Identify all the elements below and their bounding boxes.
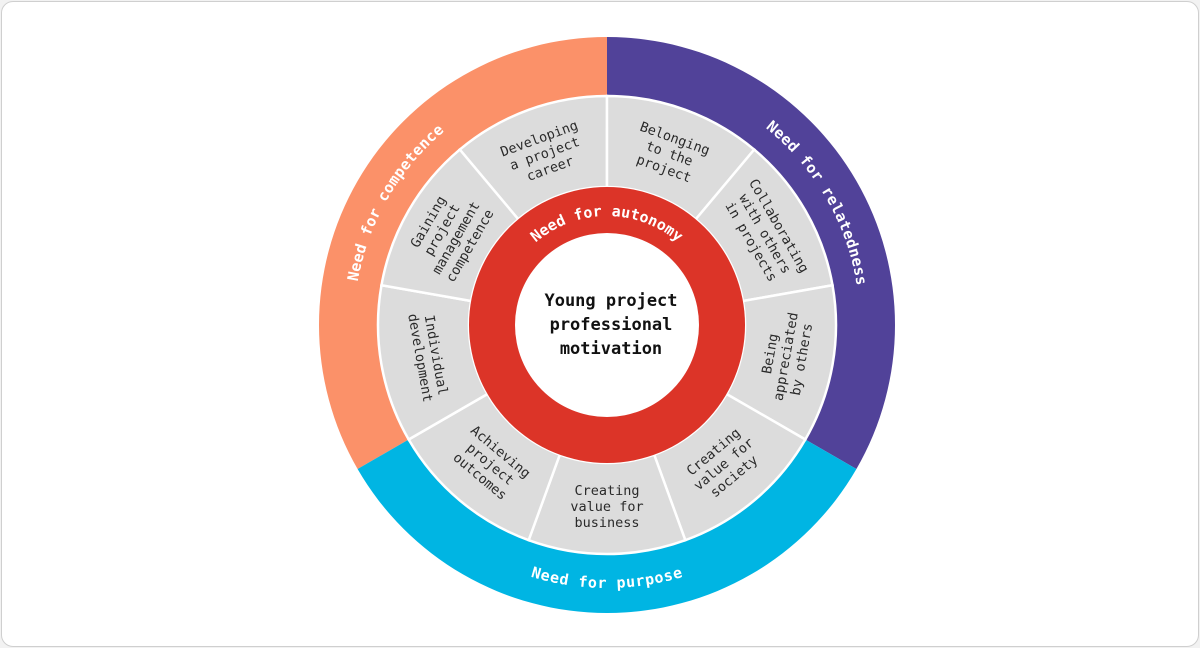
outer-segment-purpose xyxy=(357,439,857,613)
center-circle: Young project professional motivation xyxy=(515,233,699,417)
outer-segment-competence xyxy=(319,37,607,469)
middle-label-line: Being xyxy=(759,332,782,375)
center-title-line: Young project xyxy=(544,291,677,311)
outer-segment-relatedness xyxy=(607,37,895,469)
middle-label-line: value for xyxy=(570,499,643,515)
middle-label-line: business xyxy=(574,515,639,531)
center-title-line: motivation xyxy=(560,339,662,359)
center-title-line: professional xyxy=(550,315,673,335)
center-circle-shape xyxy=(515,233,699,417)
middle-label-line: Creating xyxy=(574,483,639,499)
